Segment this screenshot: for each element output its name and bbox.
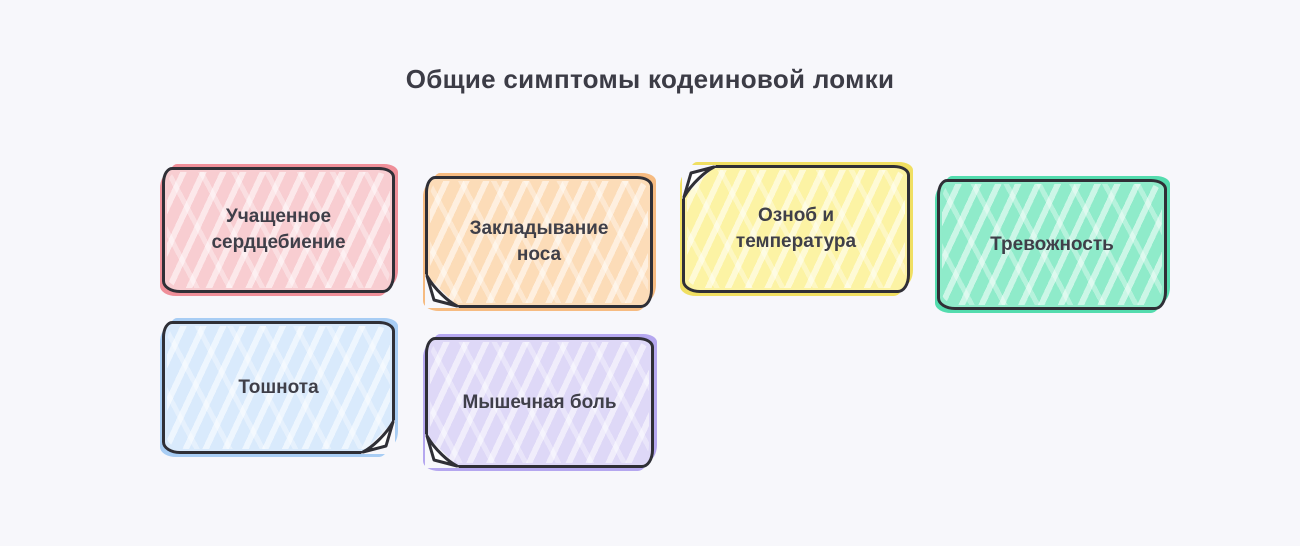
page-curl-icon	[682, 165, 716, 199]
symptom-card-chills-fever: Озноб и температура	[682, 165, 910, 293]
page-title: Общие симптомы кодеиновой ломки	[405, 64, 895, 94]
symptom-card-label: Тревожность	[990, 233, 1114, 255]
symptom-card-rapid-heartbeat: Учащенное сердцебиение	[162, 167, 395, 293]
symptom-card-label: Тошнота	[238, 376, 319, 398]
symptom-card-label: Учащенное сердцебиение	[211, 206, 346, 253]
page-curl-icon	[361, 420, 395, 454]
symptom-card-nausea: Тошнота	[162, 321, 395, 454]
symptom-card-anxiety: Тревожность	[937, 179, 1167, 310]
page-curl-icon	[425, 434, 459, 468]
symptom-card-label: Мышечная боль	[462, 391, 617, 413]
page-curl-icon	[425, 274, 459, 308]
symptom-card-nasal-congestion: Закладывание носа	[425, 176, 653, 308]
symptom-card-label: Закладывание носа	[469, 218, 609, 265]
symptom-card-muscle-pain: Мышечная боль	[425, 337, 654, 468]
symptom-card-label: Озноб и температура	[735, 205, 857, 252]
